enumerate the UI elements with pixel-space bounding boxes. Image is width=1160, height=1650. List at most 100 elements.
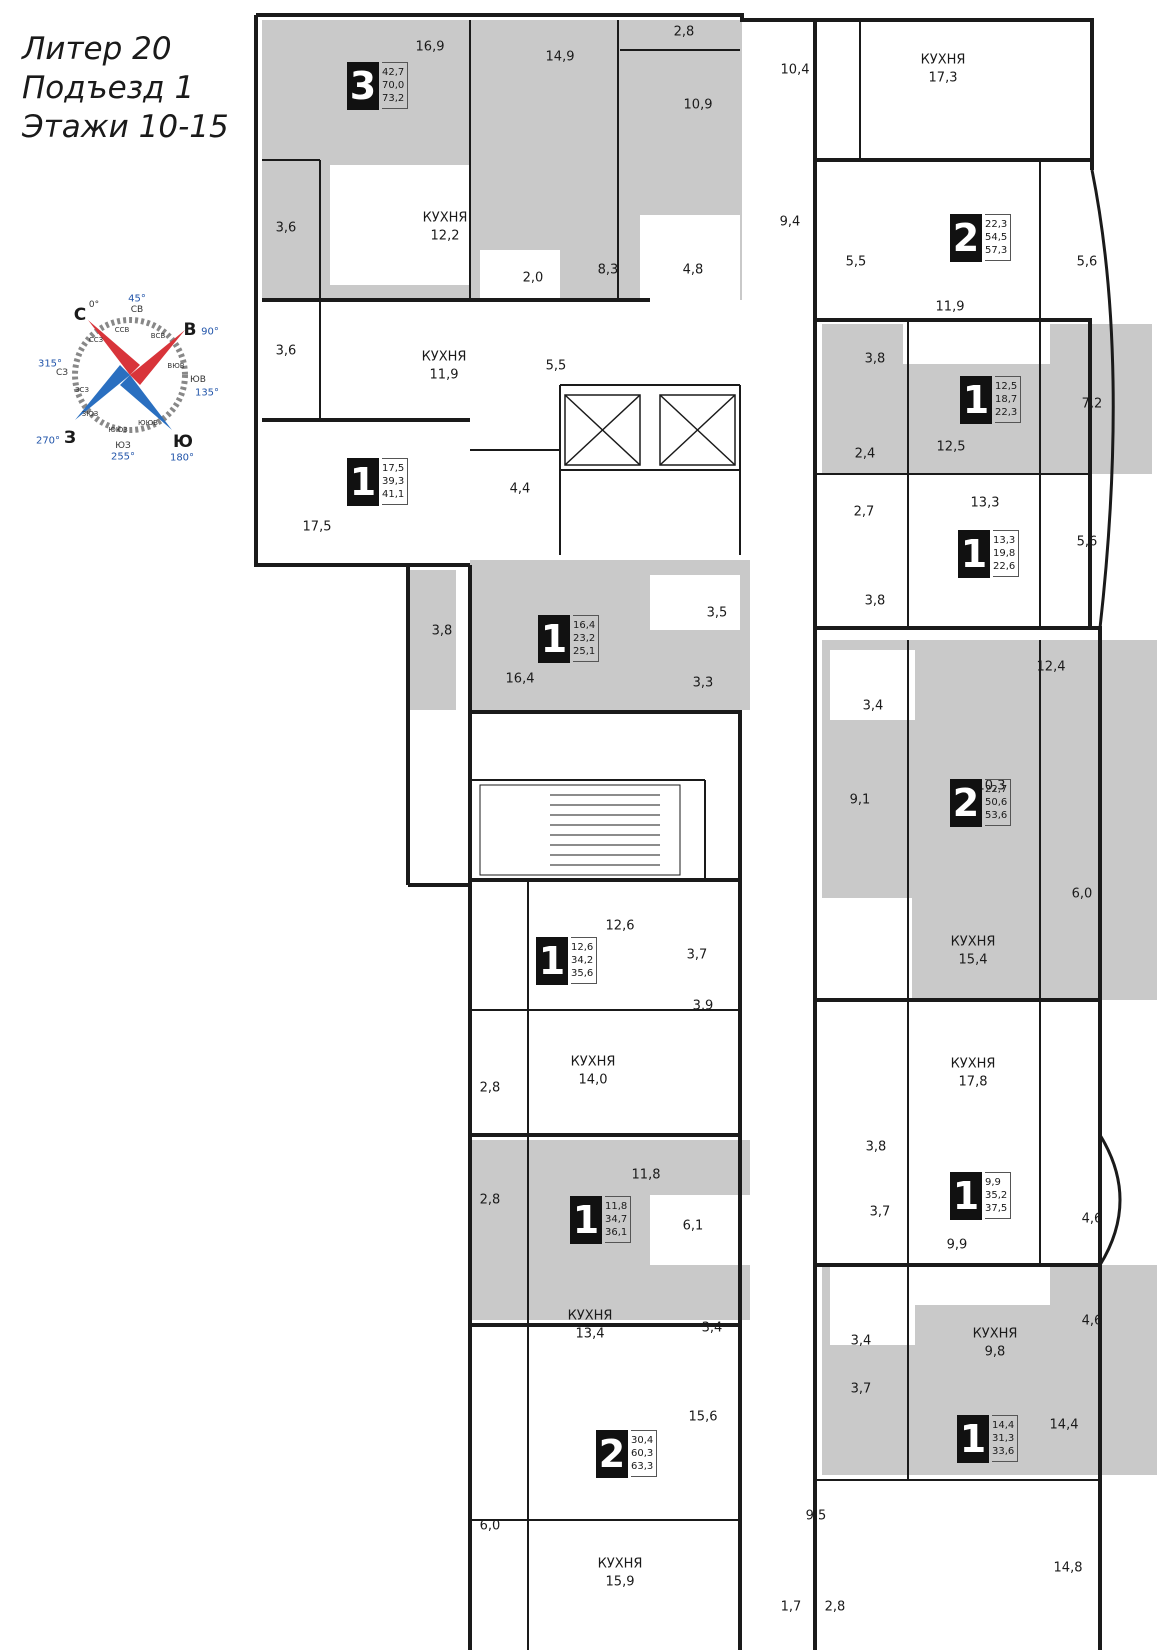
apartment-badge[interactable]: 1 16,4 23,2 25,1 <box>538 615 600 663</box>
room-area: 2,8 <box>673 24 695 40</box>
compass-zsz: ЗСЗ <box>75 386 89 394</box>
apartment-rooms-count: 1 <box>538 615 570 663</box>
inner-walls <box>262 20 1100 1650</box>
area-living: 17,5 <box>382 463 405 474</box>
area-living: 16,4 <box>573 620 596 631</box>
apartment-badge[interactable]: 2 22,7 50,6 53,6 <box>950 779 1012 827</box>
room-area: 5,5 <box>545 358 567 374</box>
apartment-areas: 22,7 50,6 53,6 <box>985 779 1012 826</box>
room-area: 10,3 <box>976 778 1006 794</box>
compass-ne: СВ <box>130 305 144 315</box>
room-area: 2,8 <box>479 1080 501 1096</box>
apartment-rooms-count: 2 <box>596 1430 628 1478</box>
compass-se-deg: 135° <box>194 387 220 399</box>
room-area: 12,4 <box>1036 659 1066 675</box>
apartment-rooms-count: 2 <box>950 779 982 827</box>
room-area: 12,5 <box>936 439 966 455</box>
room-area: 3,4 <box>701 1320 723 1336</box>
room-area: 5,6 <box>1076 254 1098 270</box>
area-total: 31,3 <box>992 1433 1015 1444</box>
area-living: 9,9 <box>985 1177 1001 1188</box>
apartment-areas: 12,6 34,2 35,6 <box>571 937 598 984</box>
area-total-balcony: 41,1 <box>382 489 405 500</box>
room-area: 3,6 <box>275 343 297 359</box>
room-area: 14,8 <box>1053 1560 1083 1576</box>
room-kitchen-label: КУХНЯ <box>972 1326 1018 1342</box>
room-area: 11,9 <box>429 367 459 383</box>
room-area: 2,4 <box>854 446 876 462</box>
apartment-badge[interactable]: 1 12,5 18,7 22,3 <box>960 376 1022 424</box>
apartment-areas: 11,8 34,7 36,1 <box>605 1196 632 1243</box>
apartment-badge[interactable]: 3 42,7 70,0 73,2 <box>347 62 409 110</box>
area-total: 34,7 <box>605 1214 628 1225</box>
area-total: 70,0 <box>382 80 405 91</box>
compass-east: В <box>183 320 197 340</box>
stairwell <box>479 784 681 876</box>
room-kitchen-label: КУХНЯ <box>421 349 467 365</box>
room-area: 5,6 <box>1076 534 1098 550</box>
apartment-badge[interactable]: 1 9,9 35,2 37,5 <box>950 1172 1012 1220</box>
apartment-areas: 17,5 39,3 41,1 <box>382 458 409 505</box>
area-living: 22,7 <box>985 784 1008 795</box>
compass-deg-270: 270° <box>35 435 61 447</box>
apartment-areas: 9,9 35,2 37,5 <box>985 1172 1012 1219</box>
area-total: 18,7 <box>995 394 1018 405</box>
room-area: 10,4 <box>780 62 810 78</box>
room-kitchen-label: КУХНЯ <box>567 1308 613 1324</box>
room-area: 7,2 <box>1081 396 1103 412</box>
room-kitchen-label: КУХНЯ <box>422 210 468 226</box>
room-area: 3,8 <box>431 623 453 639</box>
room-kitchen-label: КУХНЯ <box>570 1054 616 1070</box>
apartment-rooms-count: 1 <box>570 1196 602 1244</box>
room-area: 2,8 <box>824 1599 846 1615</box>
apartment-badge[interactable]: 1 11,8 34,7 36,1 <box>570 1196 632 1244</box>
compass-deg-180: 180° <box>169 452 195 464</box>
area-total-balcony: 22,3 <box>995 407 1018 418</box>
area-total: 54,5 <box>985 232 1008 243</box>
room-area: 3,9 <box>692 998 714 1014</box>
compass-nw-deg: 315° <box>37 358 63 370</box>
apartment-badge[interactable]: 1 12,6 34,2 35,6 <box>536 937 598 985</box>
room-area: 12,6 <box>605 918 635 934</box>
room-area: 14,0 <box>578 1072 608 1088</box>
room-area: 11,8 <box>631 1167 661 1183</box>
room-area: 9,4 <box>779 214 801 230</box>
room-area: 13,3 <box>970 495 1000 511</box>
apartment-areas: 12,5 18,7 22,3 <box>995 376 1022 423</box>
room-area: 17,3 <box>928 70 958 86</box>
area-living: 30,4 <box>631 1435 654 1446</box>
title-building: Литер 20 <box>22 31 172 67</box>
area-total-balcony: 25,1 <box>573 646 596 657</box>
apartment-rooms-count: 2 <box>950 214 982 262</box>
room-area: 4,4 <box>509 481 531 497</box>
room-area: 2,0 <box>522 270 544 286</box>
compass-deg-0: 0° <box>88 300 100 310</box>
compass-deg-90: 90° <box>201 326 219 338</box>
apartment-badge[interactable]: 1 13,3 19,8 22,6 <box>958 530 1020 578</box>
apartment-badge[interactable]: 1 14,4 31,3 33,6 <box>957 1415 1019 1463</box>
room-area: 4,6 <box>1081 1313 1103 1329</box>
apartment-badge[interactable]: 2 30,4 60,3 63,3 <box>596 1430 658 1478</box>
plan-title: Литер 20 Подъезд 1 Этажи 10-15 <box>22 30 242 147</box>
room-kitchen-label: КУХНЯ <box>950 1056 996 1072</box>
room-area: 3,6 <box>275 220 297 236</box>
room-area: 9,8 <box>984 1344 1006 1360</box>
room-area: 2,7 <box>853 504 875 520</box>
area-total: 50,6 <box>985 797 1008 808</box>
room-area: 4,6 <box>1081 1211 1103 1227</box>
room-area: 3,4 <box>862 698 884 714</box>
area-living: 42,7 <box>382 67 405 78</box>
room-area: 17,8 <box>958 1074 988 1090</box>
room-area: 6,1 <box>682 1218 704 1234</box>
area-total-balcony: 73,2 <box>382 93 405 104</box>
area-total-balcony: 33,6 <box>992 1446 1015 1457</box>
area-total-balcony: 36,1 <box>605 1227 628 1238</box>
room-area: 14,9 <box>545 49 575 65</box>
room-kitchen-label: КУХНЯ <box>597 1556 643 1572</box>
apartment-badge[interactable]: 2 22,3 54,5 57,3 <box>950 214 1012 262</box>
room-area: 8,3 <box>597 262 619 278</box>
compass-yuyuv: ЮЮВ <box>138 419 158 427</box>
area-total: 60,3 <box>631 1448 654 1459</box>
compass-west: З <box>63 428 77 448</box>
apartment-badge[interactable]: 1 17,5 39,3 41,1 <box>347 458 409 506</box>
